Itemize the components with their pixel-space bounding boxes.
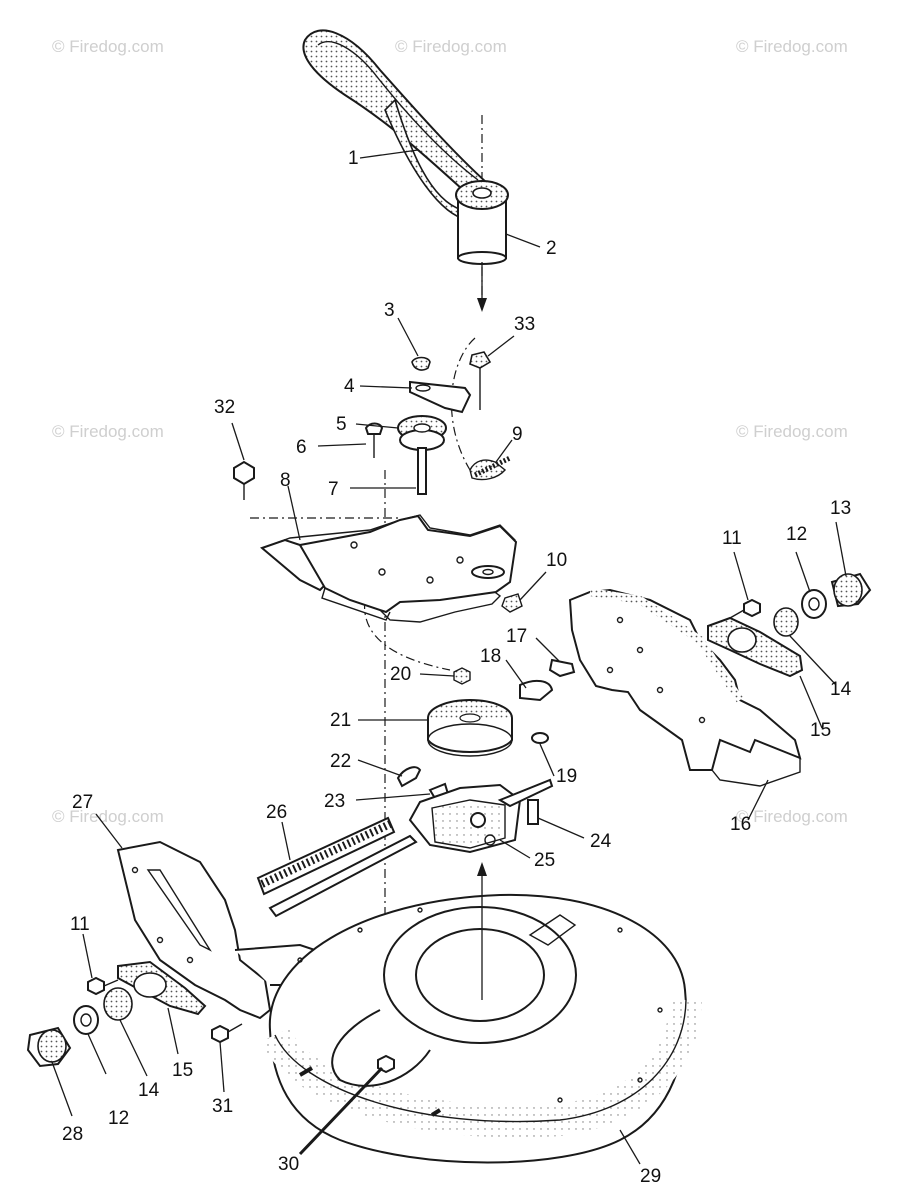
bolt-31	[211, 1023, 243, 1044]
callout-17: 17	[506, 626, 527, 647]
bolt-32	[233, 460, 255, 500]
callout-20: 20	[390, 664, 411, 685]
callout-12-left: 12	[108, 1108, 129, 1129]
watermark: © Firedog.com	[736, 807, 848, 826]
callout-24: 24	[590, 831, 612, 852]
callout-7: 7	[328, 479, 339, 500]
callout-26: 26	[266, 802, 287, 823]
callout-29: 29	[640, 1166, 661, 1187]
callout-14: 14	[830, 679, 852, 700]
callout-19: 19	[556, 766, 577, 787]
watermark: © Firedog.com	[52, 807, 164, 826]
mounting-plate	[260, 514, 523, 623]
watermark: © Firedog.com	[52, 422, 164, 441]
callout-15-left: 15	[172, 1060, 193, 1081]
callout-30: 30	[278, 1154, 299, 1175]
callout-16: 16	[730, 814, 751, 835]
watermark: © Firedog.com	[52, 37, 164, 56]
callout-3: 3	[384, 300, 395, 321]
callout-18: 18	[480, 646, 501, 667]
left-wheel-hardware	[26, 960, 207, 1068]
mower-deck	[260, 862, 702, 1164]
callout-labels: 1 2 3 33 4 5 6 7 8 9 32 10 11 12 13 14 1…	[62, 148, 852, 1187]
callout-9: 9	[512, 424, 523, 445]
watermark: © Firedog.com	[395, 37, 507, 56]
engine-pulley	[455, 180, 509, 312]
callout-15: 15	[810, 720, 831, 741]
axle-and-spring	[256, 816, 418, 918]
watermark: © Firedog.com	[736, 37, 848, 56]
callout-10: 10	[546, 550, 567, 571]
idler-bracket-assembly	[364, 351, 512, 495]
callout-2: 2	[546, 238, 557, 259]
callout-28: 28	[62, 1124, 83, 1145]
leader-lines	[51, 149, 847, 1165]
transmission-assembly	[396, 658, 576, 854]
callout-8: 8	[280, 470, 291, 491]
watermarks: © Firedog.com © Firedog.com © Firedog.co…	[52, 37, 848, 826]
callout-11: 11	[722, 528, 742, 549]
callout-27: 27	[72, 792, 93, 813]
callout-33: 33	[514, 314, 535, 335]
callout-21: 21	[330, 710, 351, 731]
callout-13: 13	[830, 498, 851, 519]
callout-31: 31	[212, 1096, 233, 1117]
callout-32: 32	[214, 397, 235, 418]
callout-12: 12	[786, 524, 807, 545]
callout-5: 5	[336, 414, 347, 435]
callout-11-left: 11	[70, 914, 90, 935]
callout-23: 23	[324, 791, 345, 812]
callout-25: 25	[534, 850, 555, 871]
callout-6: 6	[296, 437, 307, 458]
callout-14-left: 14	[138, 1080, 160, 1101]
right-wheel-hardware	[707, 572, 872, 678]
watermark: © Firedog.com	[736, 422, 848, 441]
right-side-panel	[568, 588, 802, 787]
callout-1: 1	[348, 148, 359, 169]
callout-4: 4	[344, 376, 355, 397]
callout-22: 22	[330, 751, 351, 772]
